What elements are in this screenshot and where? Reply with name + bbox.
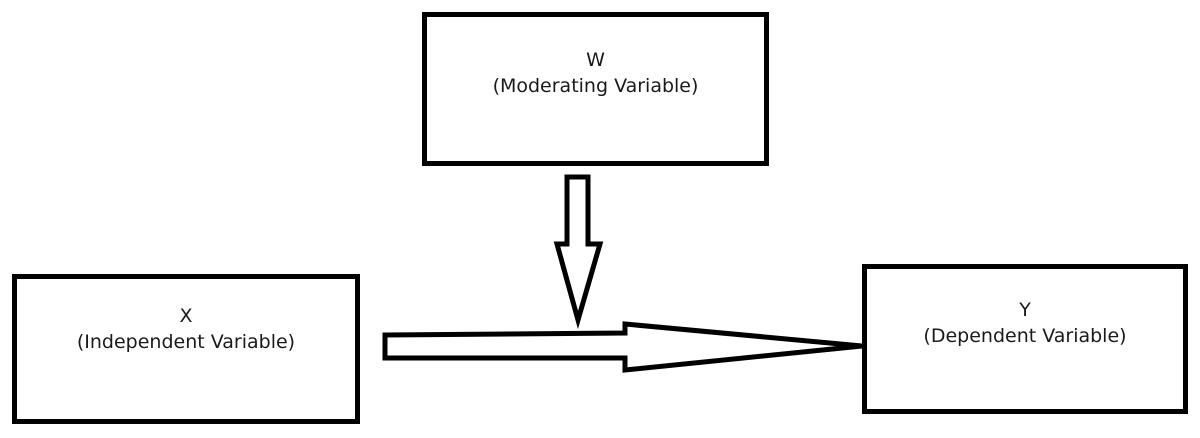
dependent-label: (Dependent Variable)	[923, 325, 1127, 347]
independent-label: (Independent Variable)	[76, 331, 296, 353]
independent-variable-box: X (Independent Variable)	[12, 274, 360, 424]
independent-symbol: X	[179, 305, 193, 327]
x-to-y-arrow	[382, 321, 863, 373]
dependent-variable-box: Y (Dependent Variable)	[862, 264, 1188, 414]
moderator-symbol: W	[586, 49, 605, 71]
moderating-variable-box: W (Moderating Variable)	[422, 12, 769, 166]
w-moderation-arrow	[553, 174, 604, 330]
dependent-symbol: Y	[1019, 299, 1031, 321]
moderator-label: (Moderating Variable)	[492, 75, 699, 97]
